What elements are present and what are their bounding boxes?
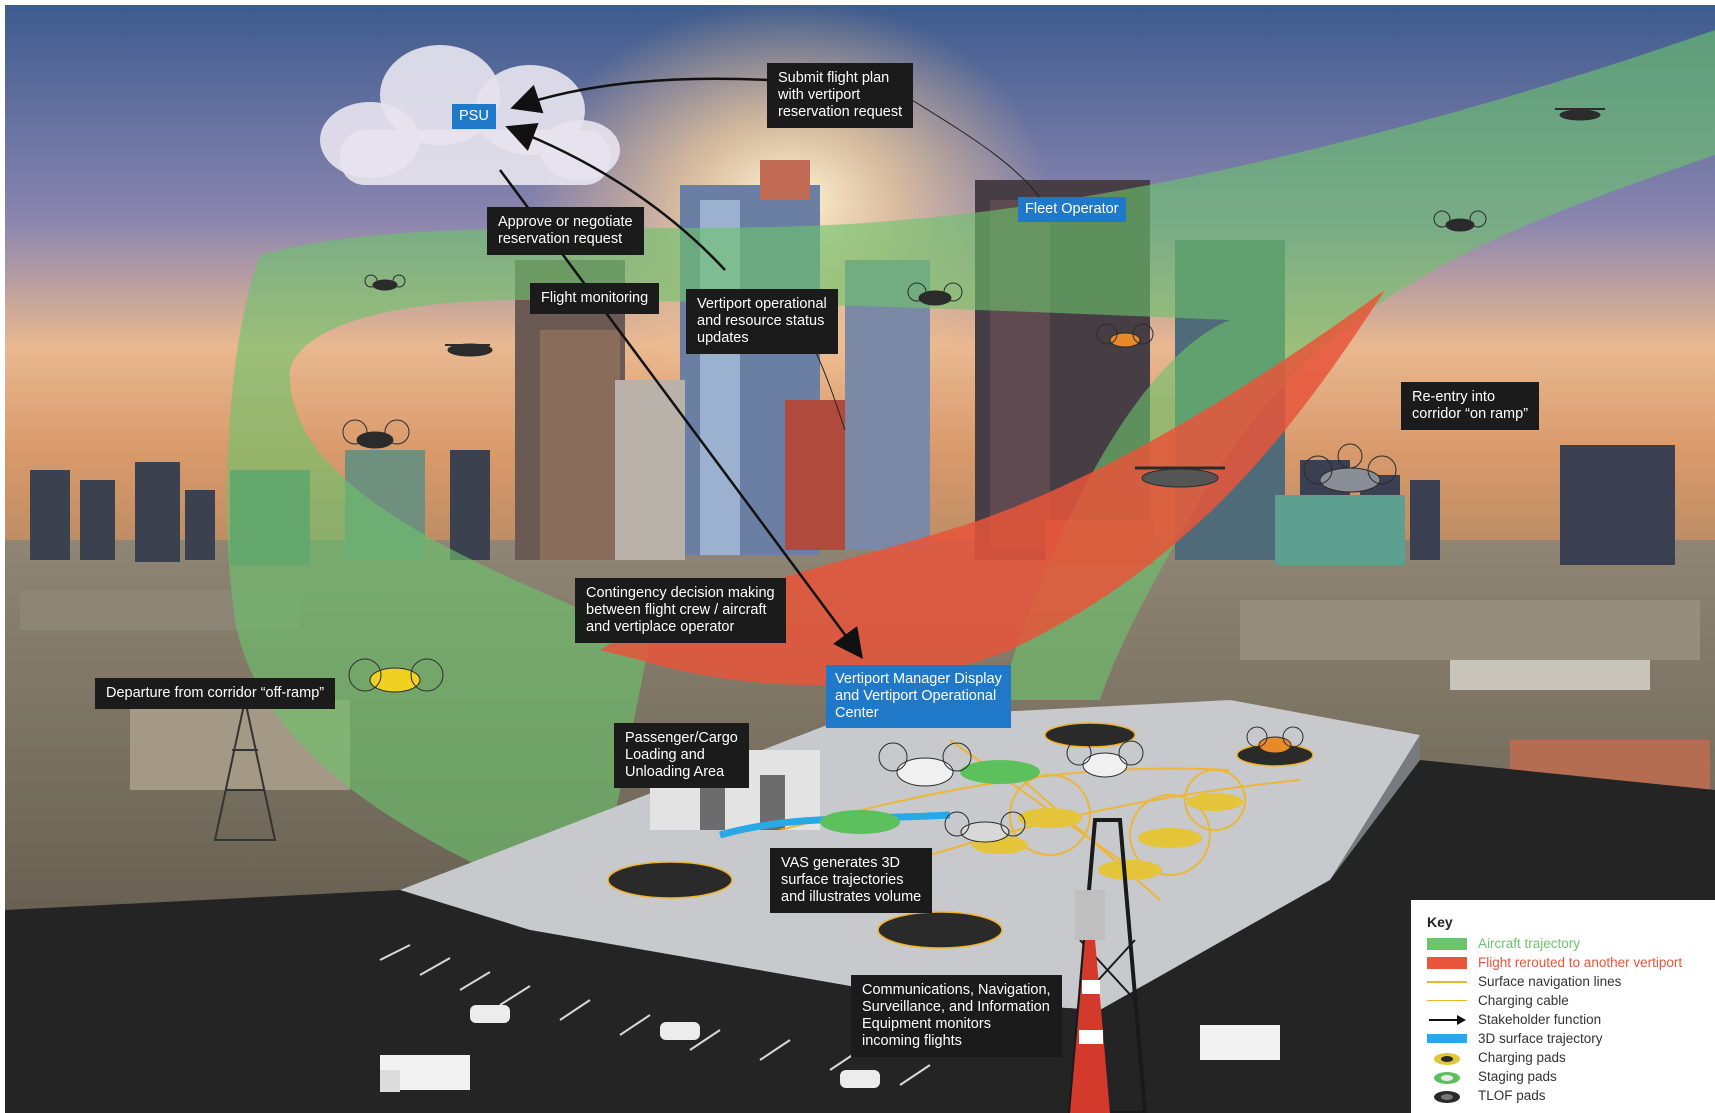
yellow-pad-icon	[1427, 1051, 1467, 1065]
legend-label: Flight rerouted to another vertiport	[1478, 955, 1683, 970]
label-line: Approve or negotiate	[498, 214, 633, 230]
label-line: Contingency decision making	[586, 585, 775, 601]
green-band-icon	[1427, 937, 1467, 950]
label-line: Vertiport Manager Display	[835, 671, 1002, 687]
passenger-cargo-label: Passenger/Cargo Loading and Unloading Ar…	[614, 723, 749, 788]
label-line: Re-entry into	[1412, 389, 1496, 405]
blue-band-icon	[1427, 1034, 1467, 1043]
charging-pads	[972, 793, 1243, 880]
label-line: corridor “on ramp”	[1412, 406, 1529, 422]
parking-lines	[379, 944, 931, 1086]
label-line: Communications, Navigation,	[862, 982, 1051, 998]
label-line: Unloading Area	[625, 764, 725, 780]
label-line: Submit flight plan	[778, 70, 890, 86]
legend-item-charging-pads: Charging pads	[1427, 1048, 1699, 1067]
legend-label: Staging pads	[1478, 1069, 1557, 1084]
legend-label: Surface navigation lines	[1478, 974, 1622, 989]
cnsi-label: Communications, Navigation, Surveillance…	[851, 975, 1062, 1057]
legend-item-aircraft-trajectory: Aircraft trajectory	[1427, 934, 1699, 953]
vas-label: VAS generates 3D surface trajectories an…	[770, 848, 933, 913]
legend-label: Charging pads	[1478, 1050, 1566, 1065]
legend-item-surface-navigation: Surface navigation lines	[1427, 972, 1699, 991]
label-line: Flight monitoring	[541, 290, 649, 306]
legend-item-rerouted: Flight rerouted to another vertiport	[1427, 953, 1699, 972]
flight-rerouted-band	[600, 290, 1385, 685]
departure-label: Departure from corridor “off-ramp”	[95, 678, 336, 709]
legend-label: Stakeholder function	[1478, 1012, 1602, 1027]
legend-key: Key Aircraft trajectory Flight rerouted …	[1411, 900, 1715, 1113]
legend-label: TLOF pads	[1478, 1088, 1546, 1103]
label-line: Loading and	[625, 747, 705, 763]
red-band-icon	[1427, 956, 1467, 969]
fleet-operator-label: Fleet Operator	[1018, 197, 1126, 222]
staging-pads	[820, 760, 1040, 834]
label-line: and vertiplace operator	[586, 619, 735, 635]
transmission-tower	[213, 699, 277, 841]
legend-item-stakeholder: Stakeholder function	[1427, 1010, 1699, 1029]
vertiport-manager-label: Vertiport Manager Display and Vertiport …	[826, 665, 1011, 728]
label-line: with vertiport	[778, 87, 861, 103]
dark-pad-icon	[1427, 1089, 1467, 1103]
legend-label: 3D surface trajectory	[1478, 1031, 1603, 1046]
tlof-pads	[607, 722, 1314, 949]
label-line: Departure from corridor “off-ramp”	[106, 685, 325, 701]
vehicles	[380, 1005, 1280, 1092]
label-line: surface trajectories	[781, 872, 904, 888]
legend-label: Aircraft trajectory	[1478, 936, 1581, 951]
submit-flight-plan-label: Submit flight plan with vertiport reserv…	[767, 63, 914, 128]
legend-title: Key	[1427, 914, 1453, 930]
car-2	[660, 1022, 700, 1040]
fleet-operator-text: Fleet Operator	[1025, 201, 1119, 217]
legend-item-tlof-pads: TLOF pads	[1427, 1086, 1699, 1105]
evtol-aircraft	[342, 108, 1605, 843]
arrow-vertiport-to-psu	[505, 123, 726, 271]
legend-item-charging-cable: Charging cable	[1427, 991, 1699, 1010]
label-line: VAS generates 3D	[781, 855, 901, 871]
communications-tower	[1067, 818, 1148, 1113]
label-line: Center	[835, 705, 879, 721]
reentry-label: Re-entry into corridor “on ramp”	[1401, 382, 1540, 430]
legend-item-3d-trajectory: 3D surface trajectory	[1427, 1029, 1699, 1048]
truck-right	[1200, 1025, 1280, 1060]
label-line: Passenger/Cargo	[625, 730, 738, 746]
approve-reservation-label: Approve or negotiate reservation request	[487, 207, 644, 255]
distant-skyline-left	[30, 450, 490, 562]
psu-label: PSU	[452, 104, 496, 129]
yellow-line-icon	[1427, 975, 1467, 989]
label-line: reservation request	[778, 104, 903, 120]
label-line: Vertiport operational	[697, 296, 827, 312]
label-line: and Vertiport Operational	[835, 688, 997, 704]
label-line: Surveillance, and Information	[862, 999, 1050, 1015]
psu-text: PSU	[459, 108, 489, 124]
arrow-submit-to-psu	[510, 77, 769, 114]
parking-lot	[5, 760, 1715, 1113]
label-line: Equipment monitors	[862, 1016, 991, 1032]
contingency-label: Contingency decision making between flig…	[575, 578, 786, 643]
label-line: and illustrates volume	[781, 889, 922, 905]
thin-line-icon	[1427, 994, 1467, 1008]
label-line: reservation request	[498, 231, 623, 247]
legend-item-staging-pads: Staging pads	[1427, 1067, 1699, 1086]
legend-label: Charging cable	[1478, 993, 1569, 1008]
arrow-icon	[1427, 1013, 1467, 1027]
label-line: updates	[697, 330, 749, 346]
label-line: between flight crew / aircraft	[586, 602, 767, 618]
car-1	[470, 1005, 510, 1023]
flight-monitoring-label: Flight monitoring	[530, 283, 660, 314]
vertiport-status-label: Vertiport operational and resource statu…	[686, 289, 838, 354]
car-3	[840, 1070, 880, 1088]
city-ground-details	[20, 590, 1710, 800]
label-line: and resource status	[697, 313, 825, 329]
label-line: incoming flights	[862, 1033, 962, 1049]
green-pad-icon	[1427, 1070, 1467, 1084]
